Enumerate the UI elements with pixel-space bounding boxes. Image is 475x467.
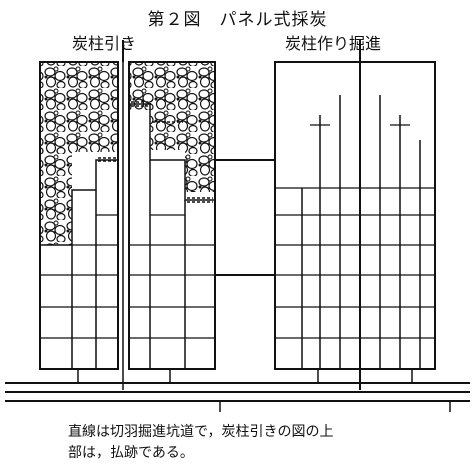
right-panel-cross-cuts [275, 187, 435, 339]
gob-area-left-lower [40, 150, 72, 245]
figure-caption: 直線は切羽掘進坑道で，炭柱引きの図の上 部は，払跡である。 [68, 422, 333, 464]
left-panel-cross-cuts [40, 214, 215, 339]
panel-mining-diagram [5, 40, 470, 412]
advance-dashes [98, 101, 213, 203]
right-panel-label: 炭柱作り掘進 [285, 34, 382, 53]
caption-line-1: 直線は切羽掘進坑道で，炭柱引きの図の上 [68, 424, 334, 440]
main-haulage-roads [5, 382, 470, 402]
figure-title: 第２図パネル式採炭 [0, 5, 475, 30]
right-panel [274, 40, 436, 390]
gob-boundary-right [129, 103, 215, 201]
right-panel-advancing-roads [301, 95, 421, 369]
main-road-connectors [77, 369, 451, 412]
caption-line-2: 部は，払跡である。 [68, 445, 194, 461]
gob-boundary-left [40, 159, 118, 246]
gob-area-middle-c [129, 100, 151, 110]
gob-area-left [40, 62, 118, 152]
gob-area-middle [129, 62, 185, 102]
right-block-outline [128, 61, 216, 370]
connecting-roads [215, 159, 275, 276]
left-panel [39, 40, 216, 390]
figure-title-text: パネル式採炭 [219, 10, 328, 30]
gob-area-right [185, 62, 215, 192]
figure-number: 第２図 [147, 10, 202, 30]
gob-area-middle-b [150, 100, 185, 150]
left-panel-label: 炭柱引き [72, 34, 137, 53]
